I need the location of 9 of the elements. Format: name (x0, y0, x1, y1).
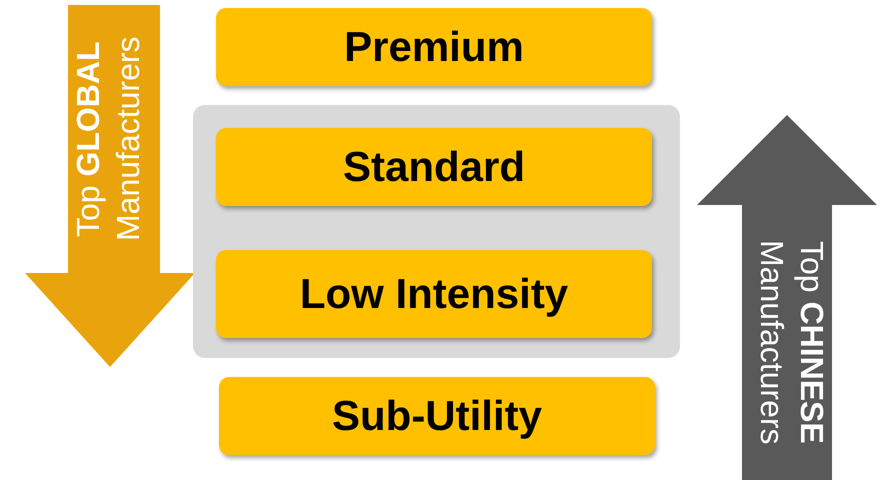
tier-label: Premium (344, 23, 524, 71)
group-panel (193, 105, 680, 358)
tier-label: Low Intensity (300, 270, 568, 318)
tier-box (219, 377, 655, 455)
tier-label: Standard (342, 143, 526, 191)
tier-box (216, 8, 652, 86)
tier-label: Sub-Utility (332, 392, 542, 440)
tier-box (216, 128, 652, 206)
tier-box (216, 250, 652, 338)
